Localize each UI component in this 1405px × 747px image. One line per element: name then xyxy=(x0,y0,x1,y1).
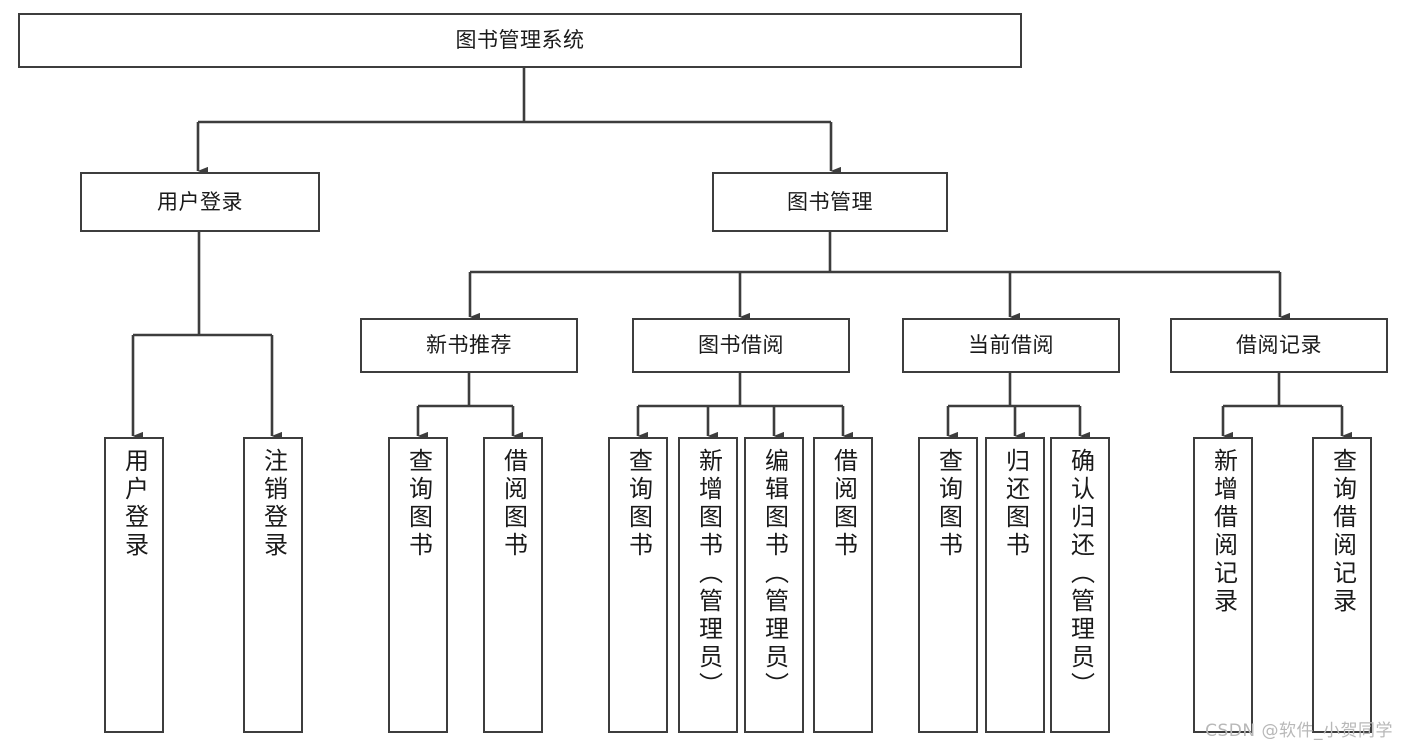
leaf-book-borrow-add-book-admin[interactable]: 新增图书（管理员） xyxy=(678,437,738,733)
node-label: 图书管理系统 xyxy=(455,28,585,53)
node-label: 查询图书 xyxy=(404,448,433,560)
leaf-user-login-logout[interactable]: 注销登录 xyxy=(243,437,303,733)
leaf-book-borrow-borrow-books[interactable]: 借阅图书 xyxy=(813,437,873,733)
node-label: 确认归还（管理员） xyxy=(1066,448,1095,700)
node-label: 注销登录 xyxy=(259,448,288,560)
node-label: 图书管理 xyxy=(787,189,873,214)
leaf-new-book-borrow-books[interactable]: 借阅图书 xyxy=(483,437,543,733)
leaf-current-borrow-return-books[interactable]: 归还图书 xyxy=(985,437,1045,733)
node-label: 借阅记录 xyxy=(1236,333,1322,358)
leaf-book-borrow-query-books[interactable]: 查询图书 xyxy=(608,437,668,733)
node-label: 新增借阅记录 xyxy=(1209,448,1238,616)
node-label: 当前借阅 xyxy=(968,333,1054,358)
node-label: 图书借阅 xyxy=(698,333,784,358)
leaf-borrow-record-add-record[interactable]: 新增借阅记录 xyxy=(1193,437,1253,733)
leaf-current-borrow-query-books[interactable]: 查询图书 xyxy=(918,437,978,733)
node-label: 查询图书 xyxy=(934,448,963,560)
node-label: 新增图书（管理员） xyxy=(694,448,723,700)
node-label: 查询借阅记录 xyxy=(1328,448,1357,616)
node-label: 查询图书 xyxy=(624,448,653,560)
node-label: 用户登录 xyxy=(120,448,149,560)
leaf-user-login-login[interactable]: 用户登录 xyxy=(104,437,164,733)
leaf-current-borrow-confirm-return-admin[interactable]: 确认归还（管理员） xyxy=(1050,437,1110,733)
node-label: 编辑图书（管理员） xyxy=(760,448,789,700)
node-current-borrow[interactable]: 当前借阅 xyxy=(902,318,1120,373)
node-label: 归还图书 xyxy=(1001,448,1030,560)
node-label: 借阅图书 xyxy=(499,448,528,560)
node-label: 用户登录 xyxy=(157,189,243,214)
node-new-book-recommend[interactable]: 新书推荐 xyxy=(360,318,578,373)
node-book-management[interactable]: 图书管理 xyxy=(712,172,948,232)
node-label: 新书推荐 xyxy=(426,333,512,358)
node-borrow-record[interactable]: 借阅记录 xyxy=(1170,318,1388,373)
node-book-borrow[interactable]: 图书借阅 xyxy=(632,318,850,373)
node-user-login[interactable]: 用户登录 xyxy=(80,172,320,232)
leaf-book-borrow-edit-book-admin[interactable]: 编辑图书（管理员） xyxy=(744,437,804,733)
node-label: 借阅图书 xyxy=(829,448,858,560)
leaf-new-book-query-books[interactable]: 查询图书 xyxy=(388,437,448,733)
leaf-borrow-record-query-record[interactable]: 查询借阅记录 xyxy=(1312,437,1372,733)
node-root-book-management-system[interactable]: 图书管理系统 xyxy=(18,13,1022,68)
